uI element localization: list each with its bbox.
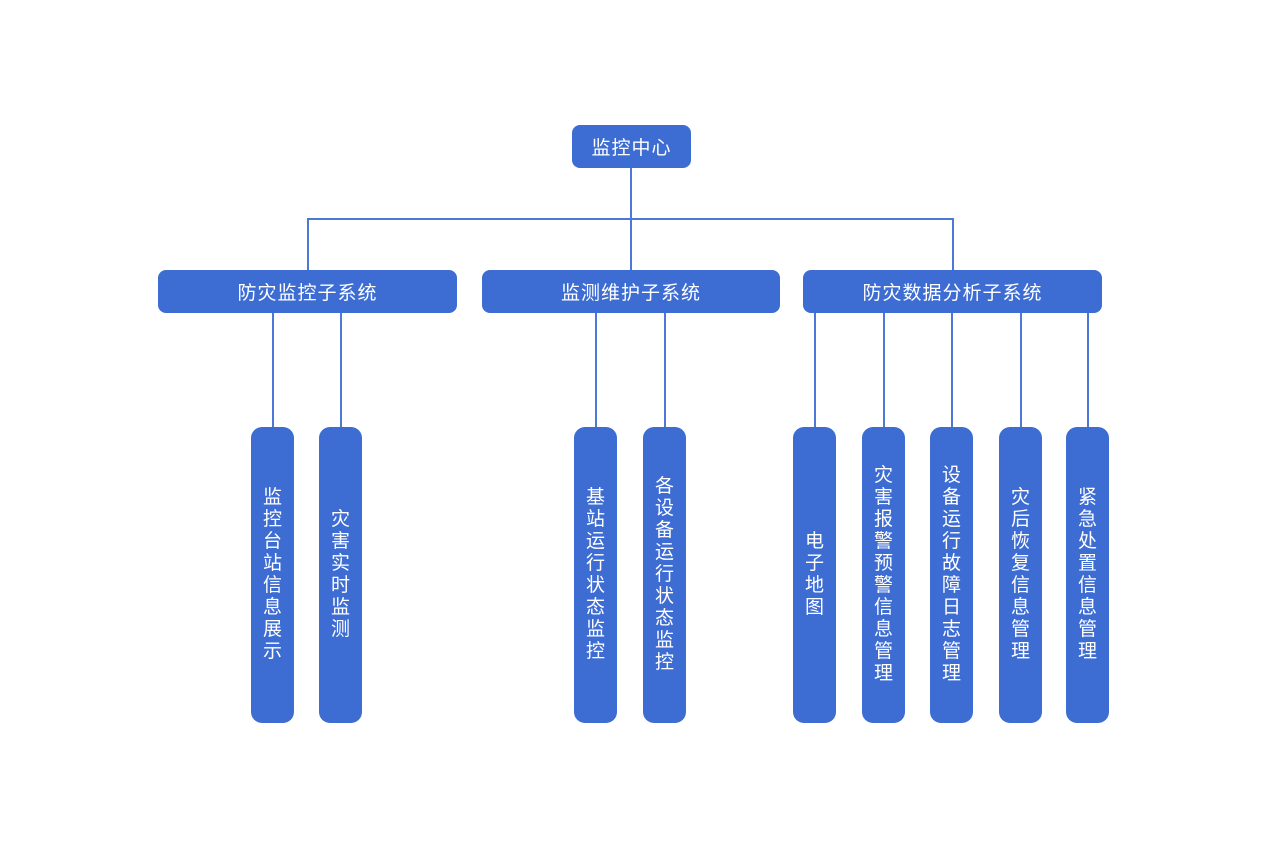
connector-leaf-3-3 [951, 313, 953, 427]
node-subsystem-disaster-data-analysis[interactable]: 防灾数据分析子系统 [803, 270, 1102, 313]
node-monitoring-center[interactable]: 监控中心 [572, 125, 691, 168]
node-leaf-fault-log-management-label: 设备运行故障日志管理 [941, 465, 961, 684]
connector-leaf-3-5 [1087, 313, 1089, 427]
node-leaf-alarm-warning-info[interactable]: 灾害报警预警信息管理 [862, 427, 905, 723]
node-leaf-alarm-warning-info-label: 灾害报警预警信息管理 [873, 465, 893, 684]
node-leaf-recovery-info-management[interactable]: 灾后恢复信息管理 [999, 427, 1042, 723]
node-leaf-station-info-display-label: 监控台站信息展示 [262, 487, 282, 662]
node-subsystem-disaster-monitoring-label: 防灾监控子系统 [237, 283, 378, 304]
node-leaf-realtime-disaster-monitoring[interactable]: 灾害实时监测 [319, 427, 362, 723]
connector-leaf-2-2 [664, 313, 666, 427]
node-leaf-emergency-handling-info[interactable]: 紧急处置信息管理 [1066, 427, 1109, 723]
connector-leaf-1-1 [272, 313, 274, 427]
connector-leaf-2-1 [595, 313, 597, 427]
node-leaf-realtime-disaster-monitoring-label: 灾害实时监测 [330, 509, 350, 640]
node-leaf-fault-log-management[interactable]: 设备运行故障日志管理 [930, 427, 973, 723]
node-subsystem-monitoring-maintenance-label: 监测维护子系统 [560, 283, 701, 304]
node-leaf-recovery-info-management-label: 灾后恢复信息管理 [1010, 487, 1030, 662]
node-leaf-station-info-display[interactable]: 监控台站信息展示 [251, 427, 294, 723]
connector-leaf-3-2 [883, 313, 885, 427]
connector-root-riser [630, 168, 632, 218]
node-leaf-equipment-status[interactable]: 各设备运行状态监控 [643, 427, 686, 723]
connector-leaf-3-4 [1020, 313, 1022, 427]
node-leaf-emergency-handling-info-label: 紧急处置信息管理 [1077, 487, 1097, 662]
connector-leaf-3-1 [814, 313, 816, 427]
node-leaf-base-station-status-label: 基站运行状态监控 [585, 487, 605, 662]
node-monitoring-center-label: 监控中心 [591, 138, 672, 159]
connector-drop-group-1 [307, 218, 309, 270]
node-leaf-base-station-status[interactable]: 基站运行状态监控 [574, 427, 617, 723]
connector-drop-group-2 [630, 218, 632, 270]
node-leaf-electronic-map-label: 电子地图 [804, 531, 824, 618]
node-leaf-equipment-status-label: 各设备运行状态监控 [654, 476, 674, 673]
connector-leaf-1-2 [340, 313, 342, 427]
node-subsystem-disaster-data-analysis-label: 防灾数据分析子系统 [862, 283, 1043, 304]
node-leaf-electronic-map[interactable]: 电子地图 [793, 427, 836, 723]
connector-drop-group-3 [952, 218, 954, 270]
node-subsystem-disaster-monitoring[interactable]: 防灾监控子系统 [158, 270, 457, 313]
node-subsystem-monitoring-maintenance[interactable]: 监测维护子系统 [482, 270, 780, 313]
